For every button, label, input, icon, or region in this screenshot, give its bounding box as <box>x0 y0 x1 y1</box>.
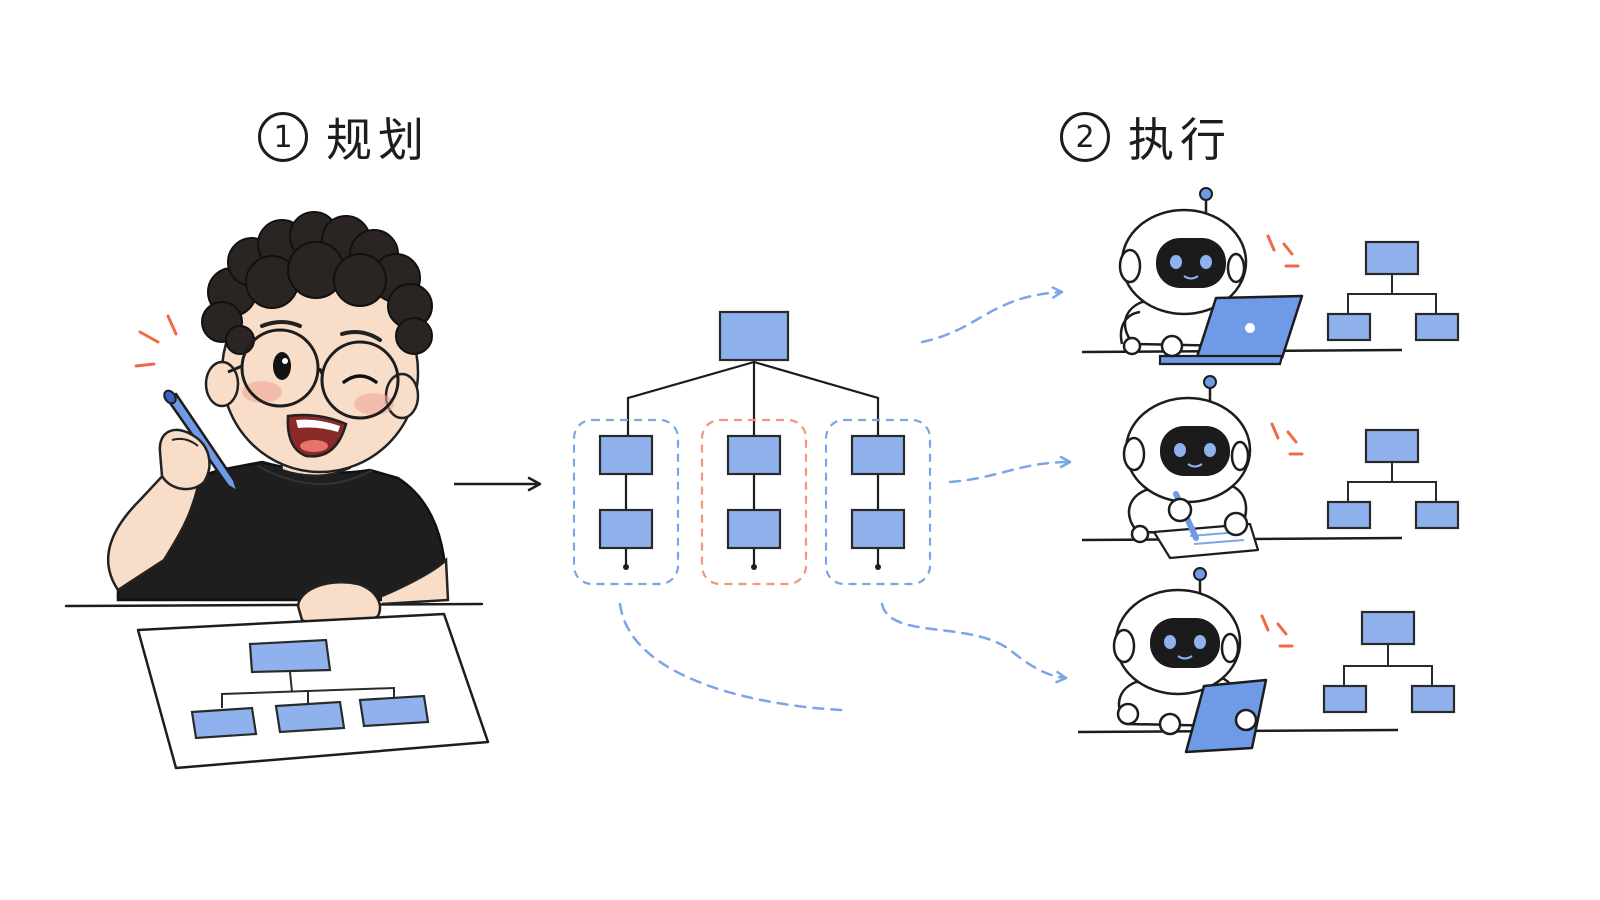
tree-branch-2 <box>700 418 808 586</box>
desk-line <box>64 602 484 608</box>
robot-executor-writing <box>1081 375 1460 560</box>
tree-branch-1 <box>572 418 680 586</box>
tablet-icon <box>1184 678 1268 754</box>
planner-person <box>64 211 490 770</box>
dispatch-arrows <box>618 286 1072 712</box>
tree-root-node <box>718 310 790 362</box>
robot-executor-laptop <box>1081 187 1460 366</box>
tree-node <box>726 434 782 476</box>
tree-node <box>598 434 654 476</box>
plan-tree <box>572 310 932 586</box>
step-heading-plan: 1 规划 <box>258 105 430 169</box>
step-label: 执行 <box>1128 113 1232 167</box>
paper-org-chart <box>190 638 430 740</box>
tree-node <box>598 508 654 550</box>
tree-node <box>850 434 906 476</box>
curly-hair <box>201 211 433 355</box>
laptop-icon <box>1158 294 1304 366</box>
step-heading-execute: 2 执行 <box>1060 105 1232 169</box>
tree-branch-3 <box>824 418 932 586</box>
robot-executor-tablet <box>1077 567 1456 754</box>
mini-org-chart <box>1326 240 1460 342</box>
step-number-badge: 1 <box>258 112 308 162</box>
tree-node <box>726 508 782 550</box>
step-number-badge: 2 <box>1060 112 1110 162</box>
step-label: 规划 <box>326 113 430 167</box>
tree-node <box>850 508 906 550</box>
glasses-icon <box>227 328 400 420</box>
